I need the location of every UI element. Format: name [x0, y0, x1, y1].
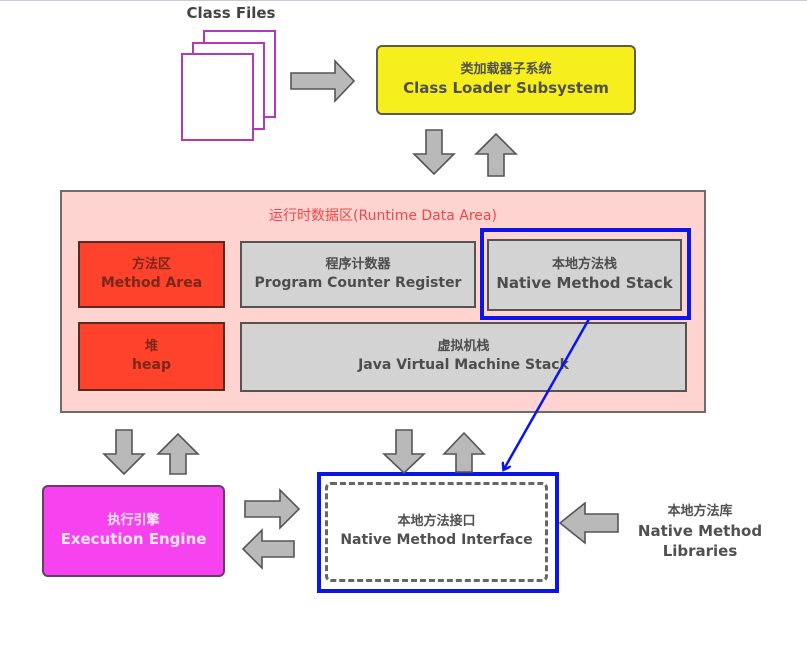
arrow-down-icon [102, 429, 146, 476]
class-loader-cn: 类加载器子系统 [460, 61, 552, 77]
jvm-stack-cn: 虚拟机栈 [437, 339, 490, 355]
top-border-line [0, 0, 807, 1]
pc-register-en: Program Counter Register [254, 274, 462, 291]
arrow-right-icon [244, 488, 301, 530]
pc-register-cn: 程序计数器 [325, 256, 391, 272]
native-method-interface-highlight [317, 472, 559, 593]
nmi-cn: 本地方法接口 [397, 514, 476, 530]
native-method-stack-highlight [480, 228, 691, 320]
native-method-interface[interactable]: 本地方法接口 Native Method Interface [325, 482, 548, 582]
arrow-down-icon [381, 429, 427, 475]
native-stack-cn: 本地方法栈 [551, 256, 617, 272]
method-area-en: Method Area [100, 274, 203, 291]
nmi-en: Native Method Interface [340, 532, 533, 549]
runtime-data-area-title: 运行时数据区(Runtime Data Area) [269, 208, 497, 224]
jvm-stack[interactable]: 虚拟机栈 Java Virtual Machine Stack [240, 322, 687, 392]
libs-cn: 本地方法库 [667, 504, 733, 519]
class-files-label: Class Files [186, 4, 276, 22]
native-method-libraries[interactable]: 本地方法库 Native Method Libraries [620, 503, 780, 561]
arrow-up-icon [474, 132, 518, 177]
arrow-down-icon [412, 129, 456, 176]
program-counter-register[interactable]: 程序计数器 Program Counter Register [240, 241, 476, 308]
jvm-stack-en: Java Virtual Machine Stack [358, 357, 569, 374]
method-area[interactable]: 方法区 Method Area [78, 241, 225, 308]
heap-en: heap [132, 356, 171, 373]
execution-engine[interactable]: 执行引擎 Execution Engine [42, 485, 225, 577]
arrow-up-icon [156, 432, 200, 475]
class-loader-subsystem[interactable]: 类加载器子系统 Class Loader Subsystem [376, 45, 636, 115]
class-loader-en: Class Loader Subsystem [403, 78, 609, 97]
arrow-up-icon [442, 431, 486, 473]
arrow-left-icon [558, 501, 619, 545]
libs-en-line2: Libraries [662, 541, 738, 560]
class-file-page-1 [181, 53, 254, 141]
arrow-right-icon [290, 58, 356, 104]
native-stack-en: Native Method Stack [496, 273, 673, 292]
native-method-stack[interactable]: 本地方法栈 Native Method Stack [487, 239, 682, 311]
execution-engine-en: Execution Engine [60, 529, 207, 548]
arrow-left-icon [241, 528, 295, 570]
heap-cn: 堆 [144, 338, 158, 354]
execution-engine-cn: 执行引擎 [107, 512, 160, 528]
method-area-cn: 方法区 [131, 256, 171, 272]
heap[interactable]: 堆 heap [78, 322, 225, 391]
libs-en-line1: Native Method [637, 521, 763, 540]
